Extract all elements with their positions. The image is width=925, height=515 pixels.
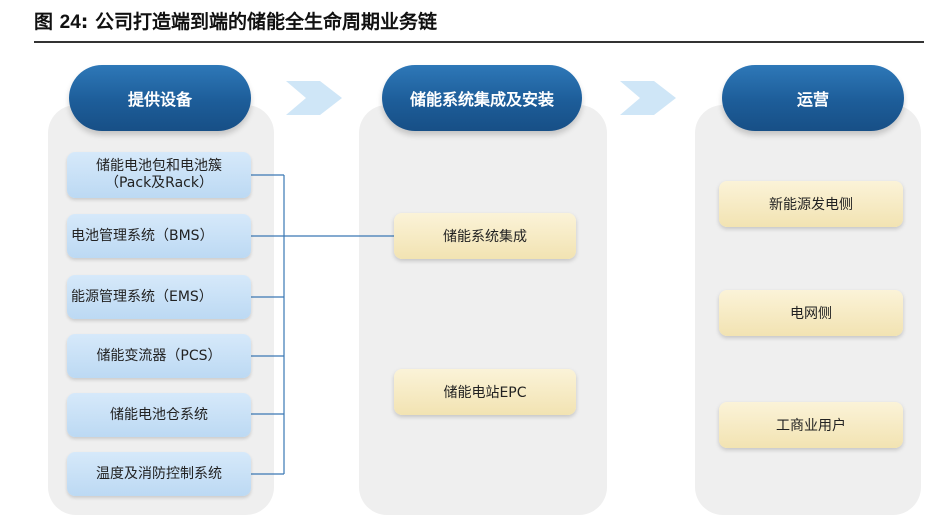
equipment-pcs: 储能变流器（PCS） (67, 334, 251, 378)
figure-label: 图 (34, 11, 60, 33)
equipment-ems: 能源管理系统（EMS） (67, 275, 251, 319)
equipment-battery-pack-line2: （Pack及Rack） (104, 175, 213, 191)
figure-title: 图 24: 公司打造端到端的储能全生命周期业务链 (34, 8, 437, 36)
header-equipment: 提供设备 (69, 65, 251, 131)
operation-renewable-generation: 新能源发电侧 (719, 181, 903, 227)
equipment-thermal-fire-control: 温度及消防控制系统 (67, 452, 251, 496)
title-rule (34, 41, 924, 43)
equipment-battery-pack: 储能电池包和电池簇 （Pack及Rack） (67, 152, 251, 198)
operation-commercial-users: 工商业用户 (719, 402, 903, 448)
equipment-battery-cabin: 储能电池仓系统 (67, 393, 251, 437)
figure-caption: : 公司打造端到端的储能全生命周期业务链 (80, 11, 437, 33)
header-operation: 运营 (722, 65, 904, 131)
service-epc: 储能电站EPC (394, 369, 576, 415)
figure-number: 24 (59, 12, 81, 33)
header-integration: 储能系统集成及安装 (382, 65, 582, 131)
operation-grid-side: 电网侧 (719, 290, 903, 336)
integration-panel (359, 105, 607, 515)
equipment-bms: 电池管理系统（BMS） (67, 214, 251, 258)
flow-arrow-icon (620, 81, 676, 115)
flow-arrow-icon (286, 81, 342, 115)
service-system-integration: 储能系统集成 (394, 213, 576, 259)
equipment-battery-pack-line1: 储能电池包和电池簇 (96, 158, 222, 174)
